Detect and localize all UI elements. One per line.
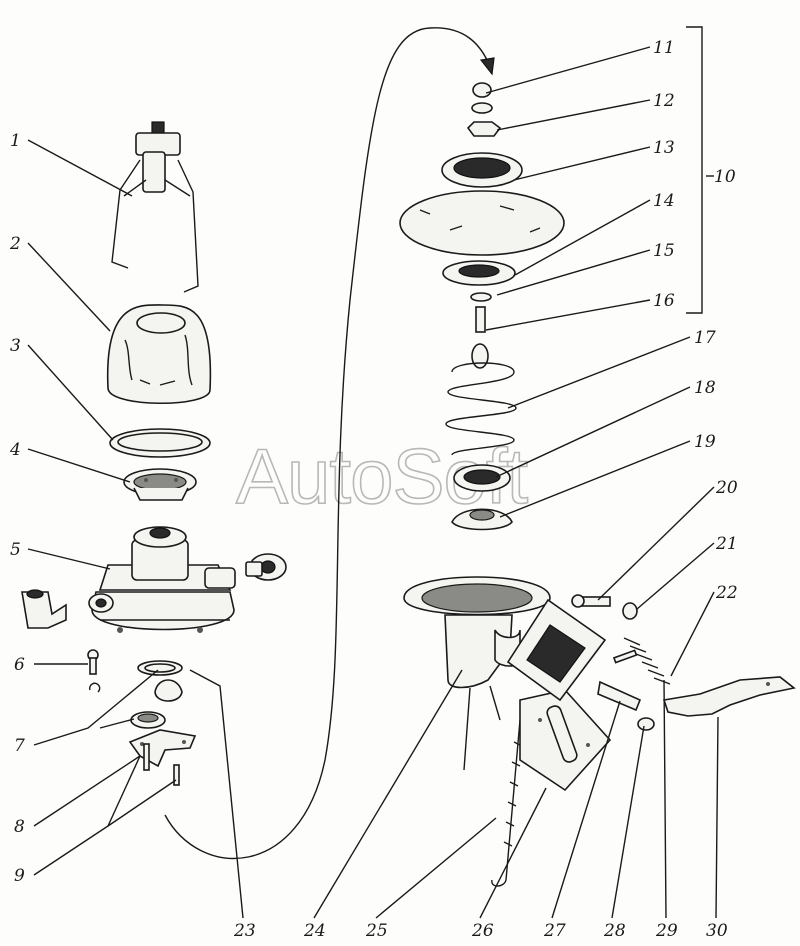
callout-4: 4	[9, 440, 21, 460]
callout-6: 6	[14, 655, 25, 675]
part-retaining-plate	[128, 729, 197, 768]
flow-arrowhead	[479, 57, 495, 76]
part-lever-assembly	[597, 676, 796, 731]
part-gasket-ring	[109, 428, 211, 458]
part-valve-stack	[399, 82, 565, 369]
callout-8: 8	[14, 817, 25, 837]
callout-12: 12	[653, 91, 675, 111]
callout-24: 24	[303, 921, 326, 941]
callout-21: 21	[715, 534, 738, 554]
callout-25: 25	[365, 921, 388, 941]
part-elbow-fitting	[21, 589, 67, 629]
part-clamp-bracket	[111, 121, 199, 293]
callout-1: 1	[10, 131, 21, 151]
callout-7: 7	[14, 736, 25, 756]
part-glass-cup	[106, 304, 212, 405]
part-seal-cup	[451, 464, 513, 531]
assembly-flow-arrow	[164, 27, 489, 860]
part-strainer	[123, 468, 197, 501]
part-pump-body	[403, 576, 551, 771]
part-valve-set	[130, 660, 183, 729]
part-gasket-plate	[506, 598, 607, 702]
callout-18: 18	[694, 378, 716, 398]
callout-2: 2	[9, 234, 21, 254]
callout-27: 27	[543, 921, 566, 941]
callout-13: 13	[653, 138, 675, 158]
callout-10: 10	[714, 167, 736, 187]
callout-17: 17	[694, 328, 716, 348]
callout-23: 23	[233, 921, 256, 941]
callout-11: 11	[653, 38, 675, 58]
part-pump-head	[88, 526, 236, 633]
leader-lines	[27, 46, 719, 919]
part-banjo-fitting	[245, 553, 287, 581]
callout-5: 5	[10, 540, 21, 560]
part-plate-screws	[143, 743, 180, 786]
callout-29: 29	[655, 921, 678, 941]
callout-3: 3	[10, 336, 21, 356]
callout-26: 26	[471, 921, 494, 941]
callout-14: 14	[653, 191, 675, 211]
callout-9: 9	[14, 866, 25, 886]
callout-19: 19	[694, 432, 716, 452]
callout-15: 15	[653, 241, 675, 261]
callout-16: 16	[653, 291, 675, 311]
part-bolt-washer	[571, 594, 671, 685]
part-small-screw	[87, 649, 101, 693]
callout-numbers: 1 2 3 4 5 6 7 8 9 10 11 12 13 14 15 16 1…	[9, 38, 738, 941]
part-spring	[445, 362, 517, 456]
part-return-spring	[491, 719, 523, 887]
callout-22: 22	[715, 583, 738, 603]
callout-20: 20	[715, 478, 738, 498]
callout-30: 30	[706, 921, 728, 941]
group-bracket-10	[686, 26, 703, 314]
callout-28: 28	[603, 921, 626, 941]
